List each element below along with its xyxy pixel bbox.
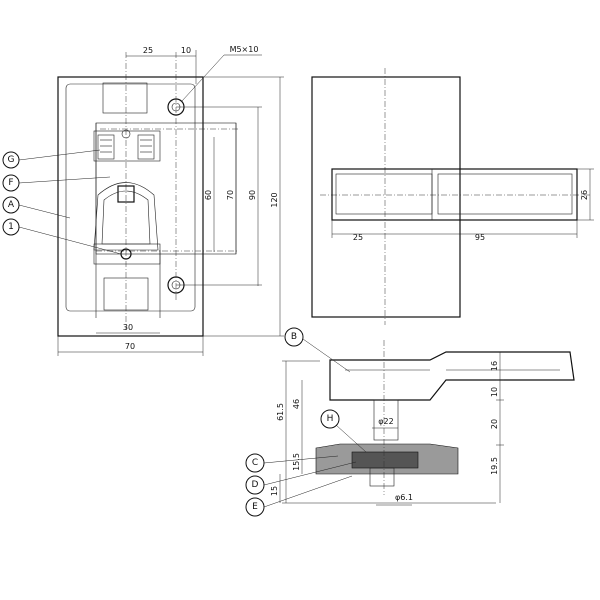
dim-46: 46	[292, 399, 301, 409]
front-plate-outline	[57, 76, 204, 337]
callout-H-label: H	[327, 414, 334, 424]
leader-C	[263, 455, 339, 464]
dim-bottom-70: 70	[125, 342, 135, 351]
dim-90: 90	[248, 190, 257, 200]
dim-top-25: 25	[143, 46, 153, 55]
cam-body	[93, 182, 159, 251]
dim-side-95: 95	[475, 233, 485, 242]
callout-E-label: E	[252, 502, 258, 512]
dim-top-10: 10	[181, 46, 191, 55]
dim-120: 120	[270, 192, 279, 207]
callout-D	[245, 475, 265, 495]
lever-section	[329, 351, 575, 401]
dim-60: 60	[204, 190, 213, 200]
dim-15: 15	[270, 486, 279, 496]
callout-G-label: G	[8, 155, 15, 165]
callout-B	[284, 327, 304, 347]
lever-handle-side-inner-right	[437, 173, 573, 215]
latch-pin	[121, 129, 131, 139]
front-callouts: G F A 1	[2, 149, 122, 255]
spindle-square	[117, 185, 135, 203]
callout-1	[2, 218, 20, 236]
lever-handle-side	[331, 168, 578, 221]
dim-phi-6-1: φ6.1	[395, 493, 413, 502]
dim-20: 20	[490, 419, 499, 429]
dim-screw-size: M5×10	[230, 45, 259, 54]
callout-C-label: C	[252, 458, 258, 468]
callout-B-label: B	[291, 332, 297, 342]
callout-A-label: A	[8, 200, 15, 210]
dim-19-5: 19.5	[490, 457, 499, 475]
dim-61-5: 61.5	[276, 403, 285, 421]
inner-frame-guide	[95, 122, 237, 255]
front-plate-inner-border	[65, 83, 196, 312]
top-slot	[102, 82, 148, 114]
leader-E	[263, 475, 353, 508]
latch-part-left	[97, 134, 115, 160]
latch-housing	[93, 130, 161, 162]
callout-D-label: D	[252, 480, 259, 490]
side-plate-outline	[311, 76, 461, 318]
callout-H	[320, 409, 340, 429]
front-view: 25 10 M5×10 60 70 90 120 30 70	[57, 45, 284, 356]
screw-leader	[181, 54, 225, 102]
dim-15-5: 15.5	[292, 453, 301, 471]
latch-part-right	[137, 134, 155, 160]
section-callouts: B H C D E	[245, 327, 367, 517]
leader-F	[18, 176, 111, 184]
dim-10: 10	[490, 387, 499, 397]
dim-16: 16	[490, 361, 499, 371]
leader-A	[18, 204, 71, 219]
neck	[373, 399, 399, 441]
callout-F-label: F	[8, 178, 13, 188]
dim-phi-22: φ22	[378, 417, 393, 426]
dim-70-vert: 70	[226, 190, 235, 200]
leader-H	[335, 424, 367, 453]
callout-E	[245, 497, 265, 517]
callout-A	[2, 196, 20, 214]
callout-G	[2, 151, 20, 169]
dim-bottom-30: 30	[123, 323, 133, 332]
cam-inner	[101, 190, 151, 245]
leader-G	[18, 149, 101, 161]
callout-C	[245, 453, 265, 473]
leader-B	[302, 338, 351, 373]
callout-1-label: 1	[8, 222, 14, 232]
callout-F	[2, 174, 20, 192]
inner-bushing	[351, 451, 419, 469]
leader-D	[263, 461, 357, 486]
dim-side-26: 26	[580, 190, 589, 200]
lever-handle-side-inner-left	[335, 173, 433, 215]
leader-1	[18, 226, 122, 255]
side-view: 25 95 26	[311, 68, 594, 325]
section-view: 16 10 20 19.5 61.5 46 15.5 15 φ22 φ6.1	[270, 340, 575, 506]
dim-side-25: 25	[353, 233, 363, 242]
spindle-stub	[369, 467, 395, 487]
